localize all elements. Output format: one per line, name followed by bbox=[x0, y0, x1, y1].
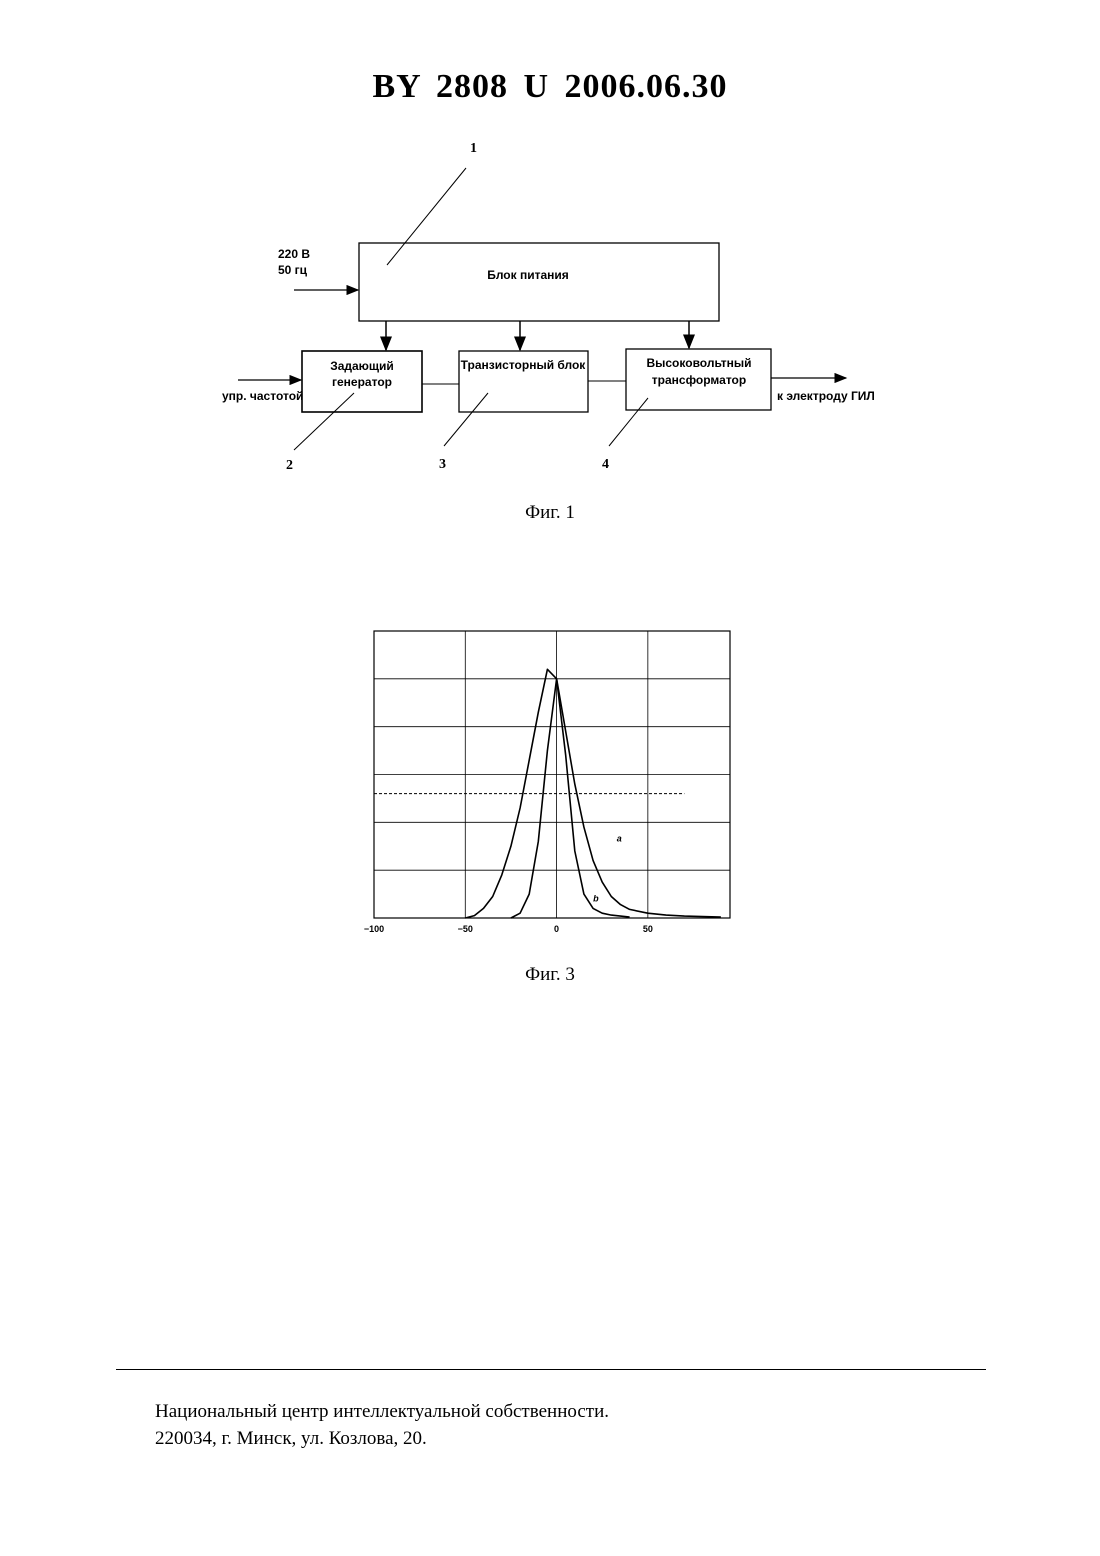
transistor-block-label: Транзисторный блок bbox=[461, 358, 587, 372]
x-tick-label: −50 bbox=[458, 924, 473, 934]
callout-1: 1 bbox=[470, 141, 477, 156]
hv-transformer-label-line2: трансформатор bbox=[652, 373, 746, 387]
series-line-b bbox=[511, 679, 630, 918]
master-generator-label-line2: генератор bbox=[332, 375, 392, 389]
series-label-a: a bbox=[617, 833, 622, 843]
callout-1-leader bbox=[387, 168, 466, 265]
output-label: к электроду ГИЛ bbox=[777, 389, 875, 403]
power-supply-block bbox=[359, 243, 719, 321]
callout-2: 2 bbox=[286, 458, 293, 473]
x-tick-label: 0 bbox=[554, 924, 559, 934]
document-header-title: BY 2808 U 2006.06.30 bbox=[0, 68, 1100, 106]
callout-4-leader bbox=[609, 398, 648, 446]
chart-x-ticks: −100 −50 0 50 bbox=[364, 924, 653, 934]
figure3-chart: −100−50050 ab bbox=[364, 622, 736, 942]
power-supply-label: Блок питания bbox=[487, 268, 569, 282]
series-line-a bbox=[465, 669, 721, 918]
frequency-control-label: упр. частотой bbox=[222, 389, 303, 403]
figure1-block-diagram: Блок питания 220 В 50 гц 1 Задающий гене… bbox=[218, 138, 888, 478]
callout-3-leader bbox=[444, 393, 488, 446]
master-generator-label-line1: Задающий bbox=[330, 359, 394, 373]
hv-transformer-label-line1: Высоковольтный bbox=[646, 356, 751, 370]
chart-series-labels: ab bbox=[593, 833, 622, 903]
figure3-caption: Фиг. 3 bbox=[0, 964, 1100, 986]
chart-series-group bbox=[465, 669, 721, 918]
callout-3: 3 bbox=[439, 457, 446, 472]
footer-address: 220034, г. Минск, ул. Козлова, 20. bbox=[155, 1425, 609, 1452]
footer-organization: Национальный центр интеллектуальной собс… bbox=[155, 1398, 609, 1425]
series-label-b: b bbox=[593, 893, 599, 903]
footer-divider bbox=[116, 1369, 986, 1370]
callout-4: 4 bbox=[602, 457, 609, 472]
power-input-voltage-label: 220 В bbox=[278, 247, 310, 261]
power-input-frequency-label: 50 гц bbox=[278, 263, 308, 277]
footer: Национальный центр интеллектуальной собс… bbox=[155, 1398, 609, 1452]
x-tick-label: −100 bbox=[364, 924, 384, 934]
figure1-caption: Фиг. 1 bbox=[0, 502, 1100, 524]
x-tick-label: 50 bbox=[643, 924, 653, 934]
